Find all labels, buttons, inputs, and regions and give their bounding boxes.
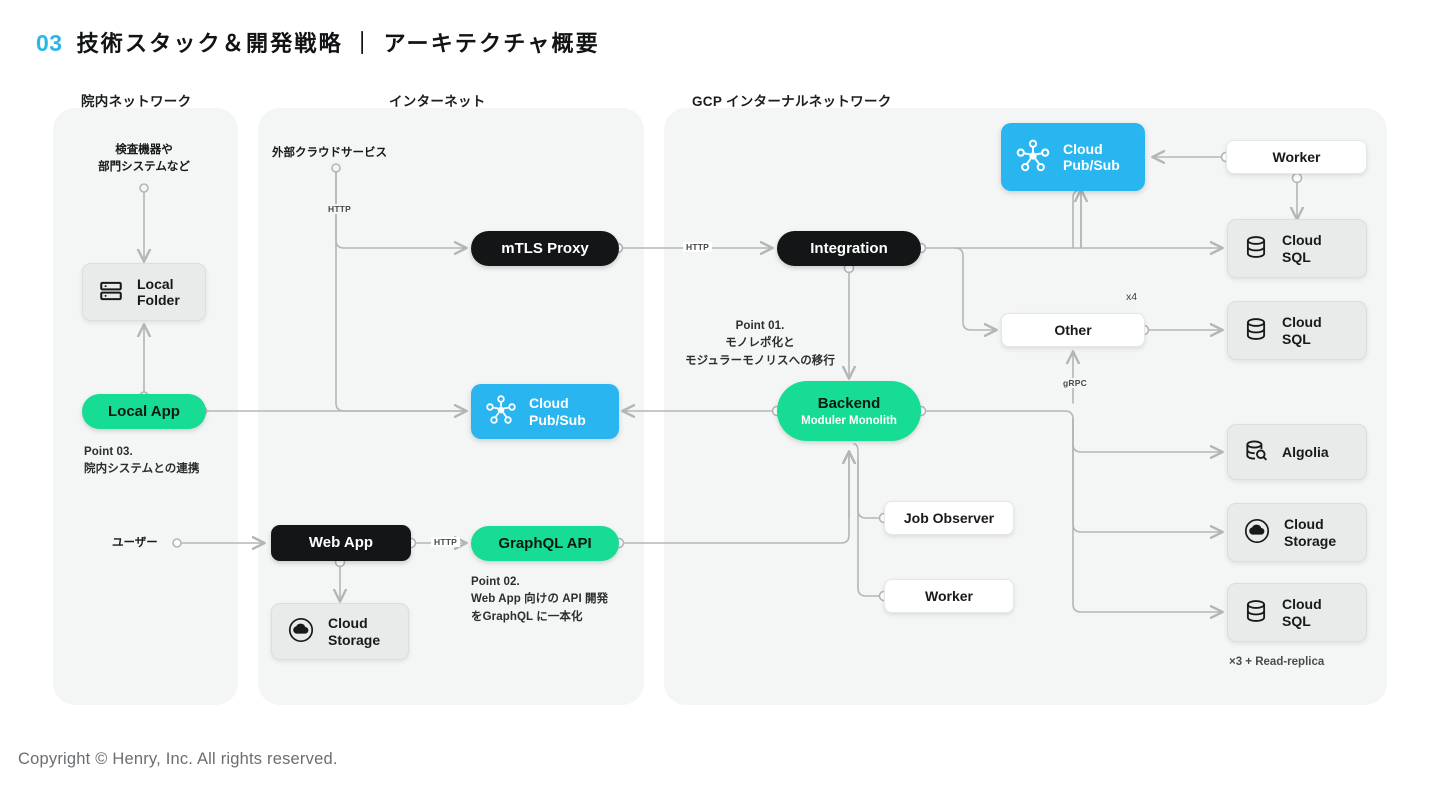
edge-label-http-external: HTTP (325, 204, 354, 214)
node-label: Cloud SQL (1282, 314, 1322, 347)
node-local-folder[interactable]: Local Folder (82, 263, 206, 321)
node-cloud-storage-internet[interactable]: Cloud Storage (271, 603, 409, 660)
edge-label-http-proxy-integration: HTTP (683, 242, 712, 252)
source-label-external-cloud: 外部クラウドサービス (272, 147, 387, 159)
caption-point-03: Point 03. 院内システムとの連携 (84, 446, 200, 476)
caption-point-01: Point 01. モノレポ化と モジュラーモノリスへの移行 (685, 320, 835, 367)
node-cloud-pubsub-gcp[interactable]: Cloud Pub/Sub (1001, 123, 1145, 191)
slide-number: 03 (36, 30, 63, 56)
node-backend[interactable]: Backend Moduler Monolith (777, 381, 921, 441)
node-label: Cloud Storage (328, 615, 381, 648)
node-label: Local App (108, 402, 180, 420)
caption-point-02: Point 02. Web App 向けの API 開発 をGraphQL に一… (471, 576, 609, 623)
cloud-storage-icon (287, 616, 315, 647)
pubsub-hub-icon (483, 392, 519, 431)
node-integration[interactable]: Integration (777, 231, 921, 266)
node-label: GraphQL API (498, 534, 592, 552)
zone-label-internet: インターネット (389, 94, 486, 109)
node-algolia[interactable]: Algolia (1227, 424, 1367, 480)
node-label: Worker (925, 587, 973, 604)
edge-label-grpc-other: gRPC (1060, 378, 1090, 388)
source-label-user: ユーザー (112, 537, 158, 549)
node-label: Worker (1272, 148, 1321, 165)
node-label: mTLS Proxy (501, 239, 589, 257)
database-icon (1243, 316, 1269, 345)
node-label: Cloud SQL (1282, 232, 1322, 265)
node-label: Local Folder (137, 275, 180, 308)
database-search-icon (1243, 438, 1269, 467)
node-local-app[interactable]: Local App (82, 394, 206, 429)
node-label: Integration (810, 239, 888, 257)
node-label: Cloud Pub/Sub (529, 395, 586, 428)
node-label: Cloud SQL (1282, 596, 1322, 629)
node-label: Job Observer (903, 509, 995, 526)
node-sublabel: Moduler Monolith (801, 414, 897, 427)
node-cloud-sql-2[interactable]: Cloud SQL (1227, 301, 1367, 360)
database-icon (1243, 598, 1269, 627)
node-graphql-api[interactable]: GraphQL API (471, 526, 619, 561)
pubsub-hub-icon (1013, 136, 1053, 179)
cloud-storage-icon (1243, 517, 1271, 548)
node-label: Algolia (1282, 443, 1329, 460)
node-label: Other (1054, 321, 1092, 338)
source-label-devices: 検査機器や 部門システムなど (98, 144, 190, 174)
page-title: 03 技術スタック＆開発戦略 ｜ アーキテクチャ概要 (36, 26, 600, 58)
slide-heading: 技術スタック＆開発戦略 ｜ アーキテクチャ概要 (76, 31, 600, 56)
zone-label-gcp: GCP インターナルネットワーク (692, 94, 892, 109)
node-label: Cloud Pub/Sub (1063, 140, 1120, 173)
node-job-observer[interactable]: Job Observer (884, 501, 1014, 535)
node-label: Web App (308, 534, 374, 552)
node-web-app[interactable]: Web App (271, 525, 411, 561)
node-cloud-sql-3[interactable]: Cloud SQL (1227, 583, 1367, 642)
node-cloud-pubsub-internet[interactable]: Cloud Pub/Sub (471, 384, 619, 439)
server-rack-icon (98, 278, 124, 307)
node-mtls-proxy[interactable]: mTLS Proxy (471, 231, 619, 266)
caption-read-replica: ×3 + Read-replica (1229, 656, 1325, 668)
edge-label-http-webapp-graphql: HTTP (431, 537, 460, 547)
node-other[interactable]: Other (1001, 313, 1145, 347)
footer-copyright: Copyright © Henry, Inc. All rights reser… (18, 750, 338, 768)
node-cloud-storage-gcp[interactable]: Cloud Storage (1227, 503, 1367, 562)
node-label: Cloud Storage (1284, 516, 1337, 549)
node-cloud-sql-1[interactable]: Cloud SQL (1227, 219, 1367, 278)
database-icon (1243, 234, 1269, 263)
node-worker-bottom[interactable]: Worker (884, 579, 1014, 613)
other-multiplier-label: x4 (1126, 291, 1138, 303)
node-worker-top[interactable]: Worker (1226, 140, 1367, 174)
node-label: Backend (817, 395, 881, 413)
zone-label-hospital: 院内ネットワーク (81, 94, 192, 109)
